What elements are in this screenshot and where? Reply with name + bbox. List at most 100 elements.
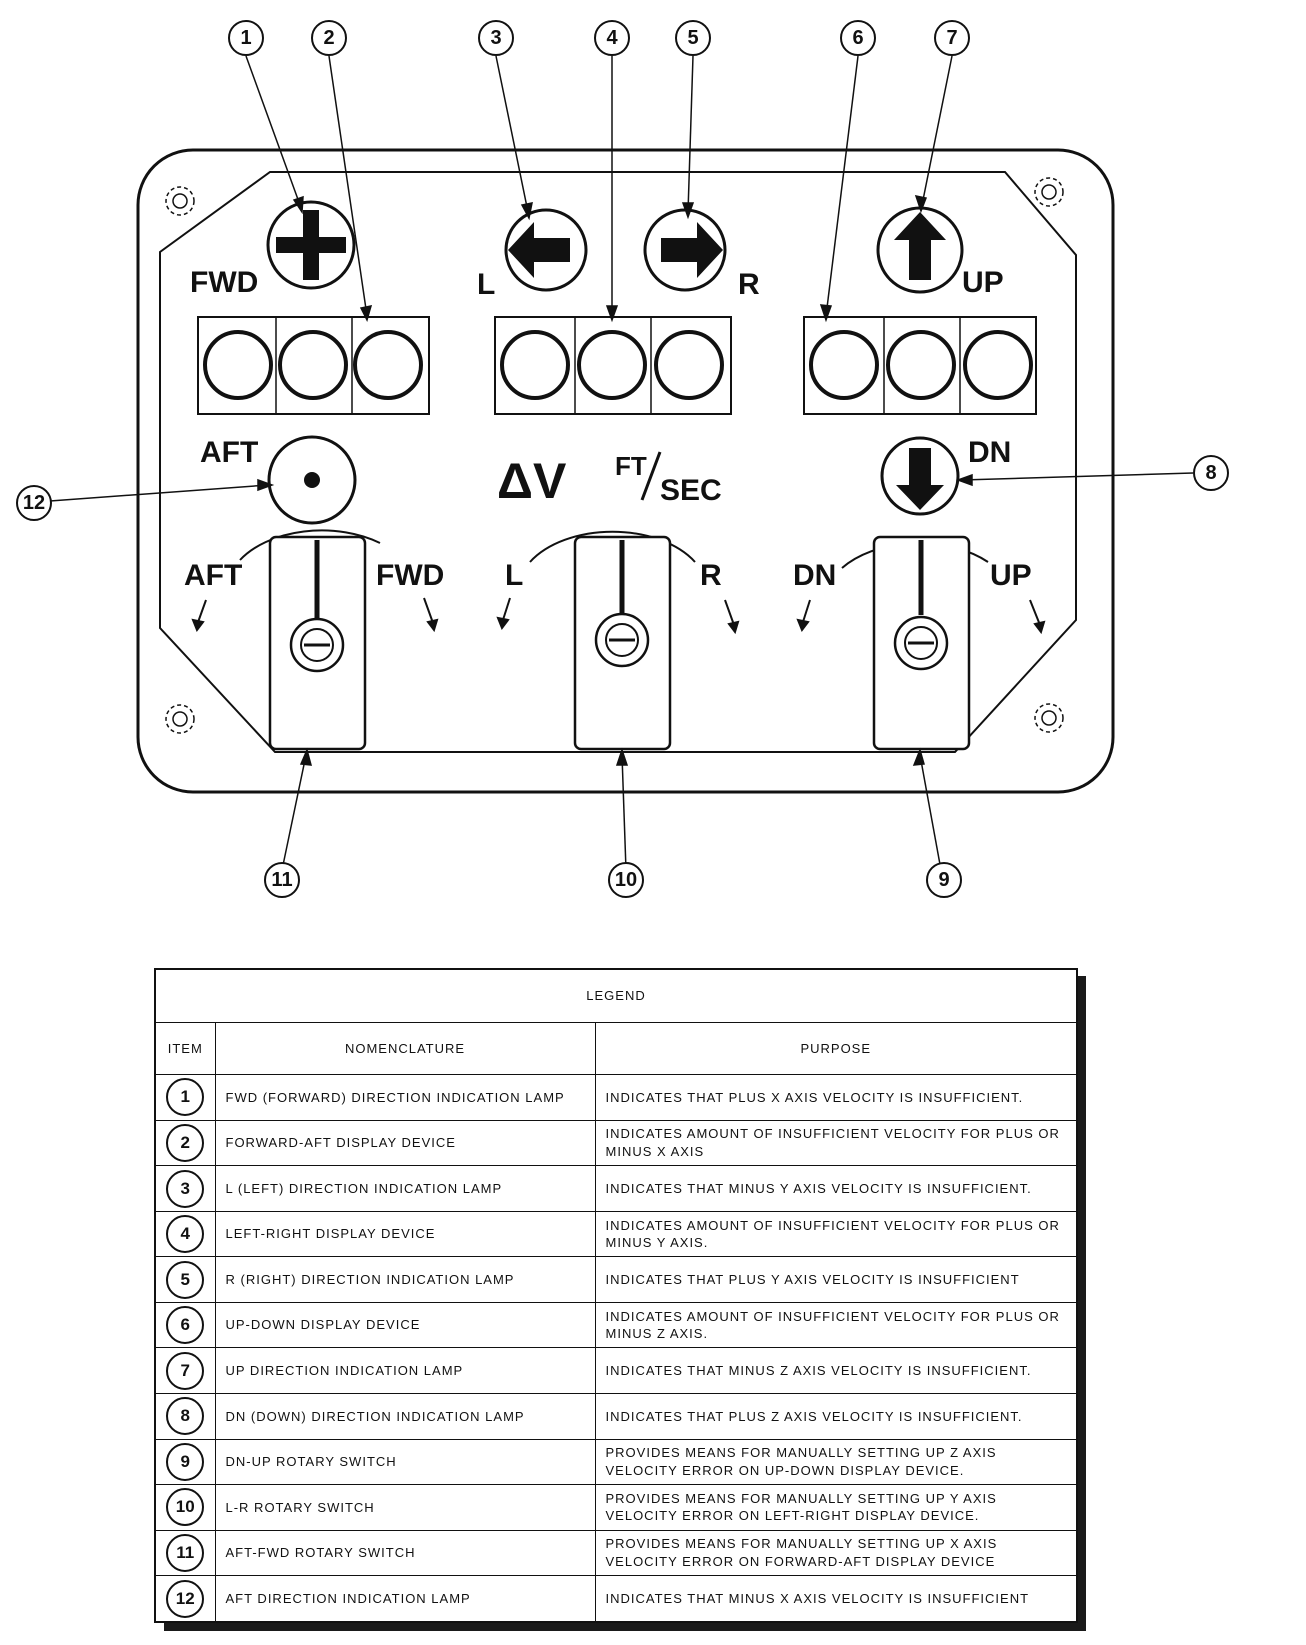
delta-v-label: ΔV [497,453,567,509]
legend-item-number: 1 [166,1078,205,1117]
callout-6: 6 [840,20,876,56]
switch-dn-label: DN [793,559,836,592]
dn-lamp-label: DN [968,436,1011,469]
switch-up-label: UP [990,559,1032,592]
legend-item-cell: 11 [154,1529,216,1577]
legend-purpose: INDICATES THAT MINUS Z AXIS VELOCITY IS … [594,1347,1078,1395]
legend-item-number: 2 [166,1124,205,1163]
legend-header-purpose: PURPOSE [594,1021,1078,1076]
legend-header-nomenclature: NOMENCLATURE [214,1021,596,1076]
svg-text:5: 5 [687,27,698,49]
direction-arrow-icon [191,597,1046,635]
legend-purpose: INDICATES THAT PLUS Y AXIS VELOCITY IS I… [594,1256,1078,1303]
callout-12: 12 [16,485,52,521]
legend-item-cell: 2 [154,1119,216,1167]
panel-diagram: FWD L R UP AFT DN ΔV FT SEC AFT FWD L R … [16,20,1229,898]
legend-item-cell: 4 [154,1210,216,1258]
callout-9: 9 [926,862,962,898]
legend-item-number: 7 [166,1351,205,1390]
legend-purpose: INDICATES AMOUNT OF INSUFFICIENT VELOCIT… [594,1210,1078,1258]
legend-nomenclature: DN-UP ROTARY SWITCH [214,1438,596,1486]
l-r-rotary-switch[interactable] [529,530,696,751]
svg-text:12: 12 [23,492,45,514]
sec-label: SEC [660,474,722,507]
left-right-display [494,316,732,415]
r-lamp-label: R [738,268,760,301]
callout-2: 2 [311,20,347,56]
callout-7: 7 [934,20,970,56]
legend-item-cell: 10 [154,1484,216,1531]
dn-up-rotary-switch[interactable] [841,535,989,751]
legend-item-cell: 5 [154,1256,216,1303]
legend-nomenclature: LEFT-RIGHT DISPLAY DEVICE [214,1210,596,1258]
legend-item-number: 10 [166,1488,205,1527]
legend-item-cell: 6 [154,1301,216,1349]
up-lamp[interactable] [876,206,964,294]
up-down-display [803,316,1037,415]
callout-4: 4 [594,20,630,56]
arrow-up-icon [894,212,946,280]
legend-item-number: 9 [166,1442,205,1481]
legend-nomenclature: AFT DIRECTION INDICATION LAMP [214,1575,596,1623]
svg-text:7: 7 [946,27,957,49]
switch-r-label: R [700,559,722,592]
fwd-lamp[interactable] [266,200,356,290]
legend-purpose: INDICATES AMOUNT OF INSUFFICIENT VELOCIT… [594,1301,1078,1349]
aft-fwd-rotary-switch[interactable] [239,529,381,751]
legend-item-number: 8 [166,1397,205,1436]
legend-item-cell: 7 [154,1347,216,1395]
legend-nomenclature: FORWARD-AFT DISPLAY DEVICE [214,1119,596,1167]
legend-nomenclature: R (RIGHT) DIRECTION INDICATION LAMP [214,1256,596,1303]
legend-item-cell: 12 [154,1575,216,1623]
legend-item-cell: 8 [154,1393,216,1440]
fwd-lamp-label: FWD [190,266,258,299]
svg-text:3: 3 [490,27,501,49]
right-lamp[interactable] [643,208,727,292]
legend-item-number: 12 [166,1579,205,1618]
callout-5: 5 [675,20,711,56]
up-lamp-label: UP [962,266,1004,299]
legend-item-number: 5 [166,1260,205,1299]
corner-screw-icon [165,704,195,734]
aft-lamp[interactable] [267,435,357,525]
left-lamp[interactable] [504,208,588,292]
svg-text:4: 4 [606,27,618,49]
forward-aft-display [197,316,430,415]
legend-item-cell: 3 [154,1165,216,1212]
legend-nomenclature: UP DIRECTION INDICATION LAMP [214,1347,596,1395]
svg-text:9: 9 [938,869,949,891]
legend-purpose: INDICATES AMOUNT OF INSUFFICIENT VELOCIT… [594,1119,1078,1167]
legend-nomenclature: FWD (FORWARD) DIRECTION INDICATION LAMP [214,1074,596,1121]
legend-purpose: INDICATES THAT MINUS Y AXIS VELOCITY IS … [594,1165,1078,1212]
arrow-left-icon [508,222,570,278]
legend-item-cell: 9 [154,1438,216,1486]
ft-label: FT [615,451,647,481]
legend-purpose: INDICATES THAT PLUS X AXIS VELOCITY IS I… [594,1074,1078,1121]
legend-item-number: 3 [166,1169,205,1208]
svg-text:10: 10 [615,869,637,891]
corner-screw-icon [165,186,195,216]
legend-item-cell: 1 [154,1074,216,1121]
leader-lines [49,55,1194,871]
switch-fwd-label: FWD [376,559,444,592]
legend-nomenclature: DN (DOWN) DIRECTION INDICATION LAMP [214,1393,596,1440]
legend-nomenclature: L (LEFT) DIRECTION INDICATION LAMP [214,1165,596,1212]
panel-outer-frame [136,148,1115,794]
callout-1: 1 [228,20,264,56]
svg-text:11: 11 [271,869,292,891]
dn-lamp[interactable] [880,436,960,516]
legend-purpose: PROVIDES MEANS FOR MANUALLY SETTING UP X… [594,1529,1078,1577]
plus-icon [276,210,346,280]
legend-purpose: PROVIDES MEANS FOR MANUALLY SETTING UP Z… [594,1438,1078,1486]
legend-header-item: ITEM [154,1021,216,1076]
corner-screw-icon [1034,703,1064,733]
